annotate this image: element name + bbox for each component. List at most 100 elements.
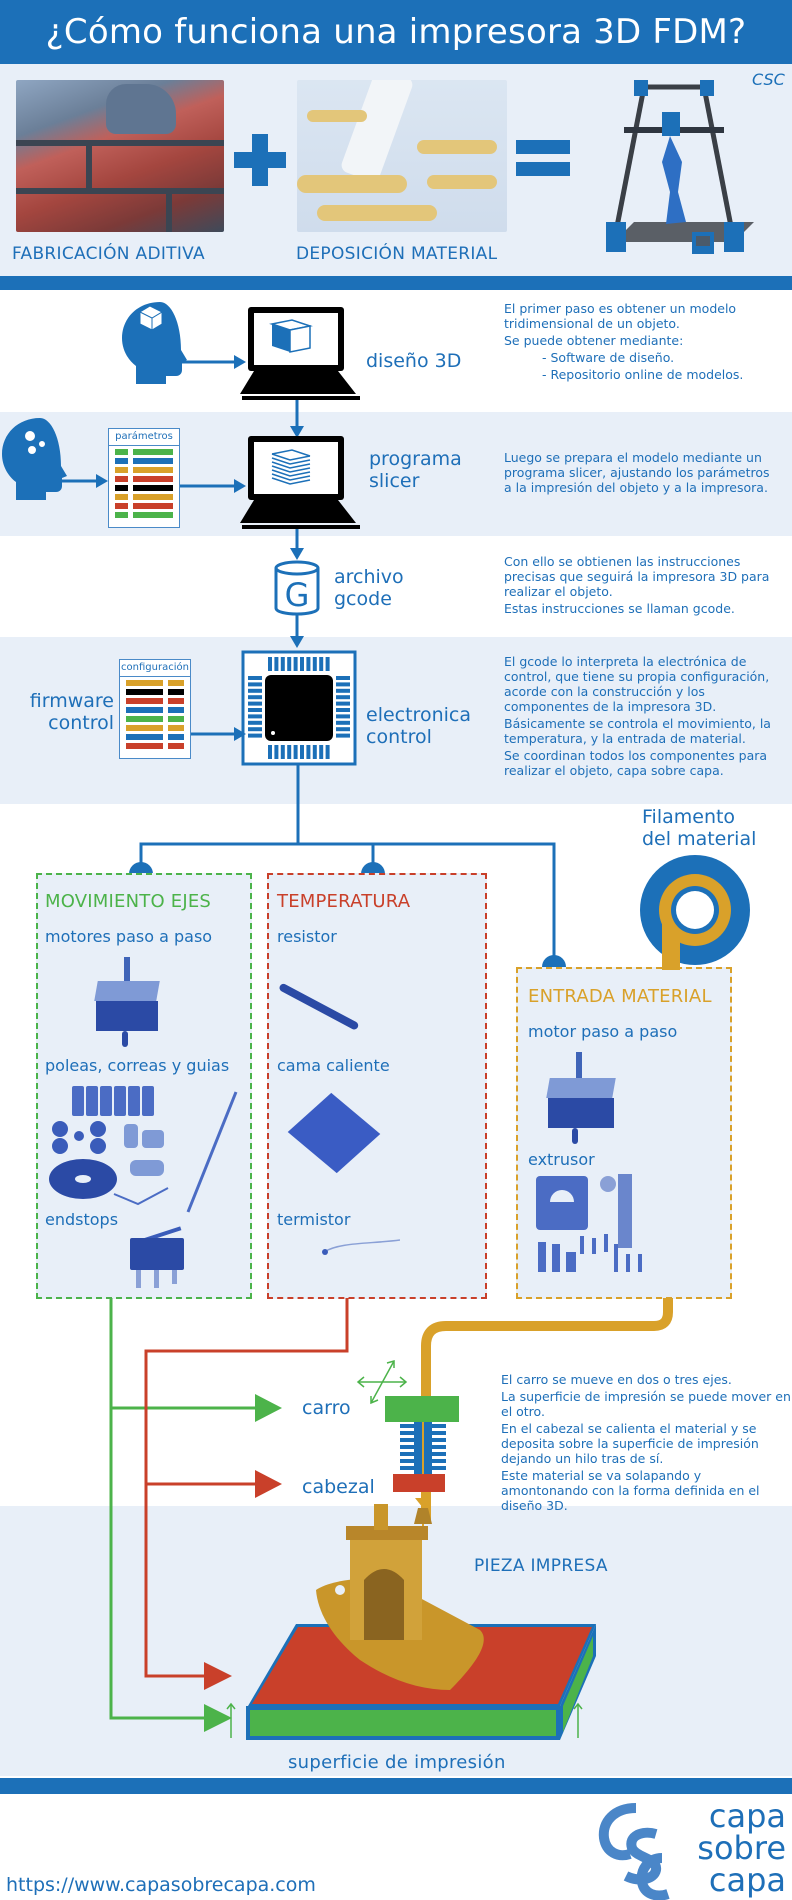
chip-pin	[336, 695, 350, 700]
temperature-group	[267, 873, 487, 1299]
config-row	[126, 743, 184, 749]
hero-caption-deposition: DEPOSICIÓN MATERIAL	[296, 244, 498, 264]
config-row	[126, 689, 184, 695]
chip-pin	[336, 676, 350, 680]
parameter-row-key	[115, 512, 129, 518]
chip-pin	[293, 745, 298, 759]
parameter-row-value	[133, 449, 173, 455]
config-row-value	[167, 725, 184, 731]
slicer-label-line1: programa	[369, 448, 462, 470]
print-bed-illustration	[246, 1504, 596, 1740]
parameter-row	[115, 485, 173, 491]
electronics-label-line1: electronica	[366, 704, 471, 726]
movement-item-endstops: endstops	[45, 1210, 119, 1229]
chip-pin	[248, 708, 262, 712]
chip-pin	[274, 657, 279, 671]
config-row-key	[126, 716, 163, 722]
material-item-motor: motor paso a paso	[528, 1022, 678, 1041]
movement-item-motors: motores paso a paso	[45, 927, 213, 946]
chip-pin	[287, 657, 292, 671]
config-row-value	[167, 689, 184, 695]
chip-pin	[248, 714, 262, 719]
filament-label-line1: Filamento	[642, 806, 736, 828]
config-row-value	[167, 716, 184, 722]
gcode-desc-2: Estas instrucciones se llaman gcode.	[504, 601, 735, 616]
chip-pin	[325, 745, 330, 759]
printhead-description: El carro se mueve en dos o tres ejes. La…	[501, 1372, 791, 1515]
parameter-row	[115, 458, 173, 464]
config-row-key	[126, 689, 163, 695]
parameters-table: parámetros	[108, 428, 180, 528]
website-link[interactable]: https://www.capasobrecapa.com	[6, 1874, 316, 1896]
chip-pin	[248, 733, 262, 738]
movement-title: MOVIMIENTO EJES	[45, 891, 212, 912]
design-bullet-1: - Software de diseño.	[542, 350, 675, 365]
chip-pin	[248, 727, 262, 732]
csc-logo-small: CSC	[752, 70, 785, 89]
config-row-value	[167, 743, 184, 749]
material-item-extruder: extrusor	[528, 1150, 595, 1169]
firmware-label: firmware control	[20, 690, 114, 734]
chip-pin	[312, 657, 317, 671]
filament-label: Filamento del material	[642, 806, 756, 850]
chip-pin	[319, 657, 324, 671]
config-row-value	[167, 707, 184, 713]
design-description: El primer paso es obtener un modelo trid…	[504, 301, 784, 384]
chip-pin	[268, 745, 272, 759]
movement-item-pulleys: poleas, correas y guias	[45, 1056, 230, 1075]
capa-sobre-capa-logo: capa sobre capa	[596, 1800, 792, 1900]
heated-bed-photo	[278, 1092, 388, 1174]
configuration-table: configuración	[119, 659, 191, 759]
workflow-diagram	[2, 302, 360, 810]
filament-label-line2: del material	[642, 828, 757, 850]
logo-text: capa sobre capa	[656, 1800, 786, 1896]
config-row-value	[167, 698, 184, 704]
chip-pin	[336, 727, 350, 732]
logo-line-3: capa	[708, 1861, 786, 1899]
csc-logo-mark-icon	[598, 1803, 670, 1900]
extruder-motor-photo	[544, 1052, 618, 1144]
hero-divider	[0, 276, 792, 290]
chip-pin	[248, 688, 262, 693]
config-row-key	[126, 734, 163, 740]
3d-printer-photo	[584, 72, 764, 272]
config-row-key	[126, 680, 163, 686]
chip-pin	[306, 657, 311, 671]
parameter-row	[115, 512, 173, 518]
head-gears-icon	[2, 418, 67, 500]
logo-line-2: sobre	[697, 1829, 786, 1867]
gcode-file-icon	[274, 560, 320, 616]
stepper-motor-photo	[92, 957, 162, 1047]
footer-divider	[0, 1778, 792, 1794]
chip-pin	[300, 745, 304, 759]
configuration-title: configuración	[120, 660, 190, 677]
config-row	[126, 716, 184, 722]
parameter-row	[115, 467, 173, 473]
config-row	[126, 698, 184, 704]
control-chip-icon	[241, 650, 357, 766]
chip-pin	[319, 745, 324, 759]
gcode-label-line2: gcode	[334, 588, 392, 610]
laptop-cube-icon	[240, 307, 360, 400]
parameter-row-key	[115, 476, 129, 482]
printhead-desc-2: La superficie de impresión se puede move…	[501, 1389, 791, 1419]
config-row-key	[126, 707, 163, 713]
parameter-row-key	[115, 494, 129, 500]
electronics-desc-2: Básicamente se controla el movimiento, l…	[504, 716, 771, 746]
gcode-description: Con ello se obtienen las instrucciones p…	[504, 554, 774, 618]
temperature-title: TEMPERATURA	[277, 891, 411, 912]
hero-caption-additive: FABRICACIÓN ADITIVA	[12, 244, 205, 264]
print-surface-label: superficie de impresión	[288, 1752, 506, 1773]
printed-part-label: PIEZA IMPRESA	[474, 1556, 608, 1576]
chip-pin	[336, 701, 350, 706]
parameter-row-key	[115, 449, 129, 455]
extruder-kit-photo	[534, 1172, 646, 1278]
parameter-row	[115, 476, 173, 482]
config-row	[126, 734, 184, 740]
parameter-row-value	[133, 467, 173, 473]
chip-pin	[325, 657, 330, 671]
printhead-desc-4: Este material se va solapando y amontona…	[501, 1468, 760, 1513]
gcode-letter: G	[284, 576, 310, 614]
parameter-row-value	[133, 476, 173, 482]
laptop-sliced-cube-icon	[240, 436, 360, 529]
